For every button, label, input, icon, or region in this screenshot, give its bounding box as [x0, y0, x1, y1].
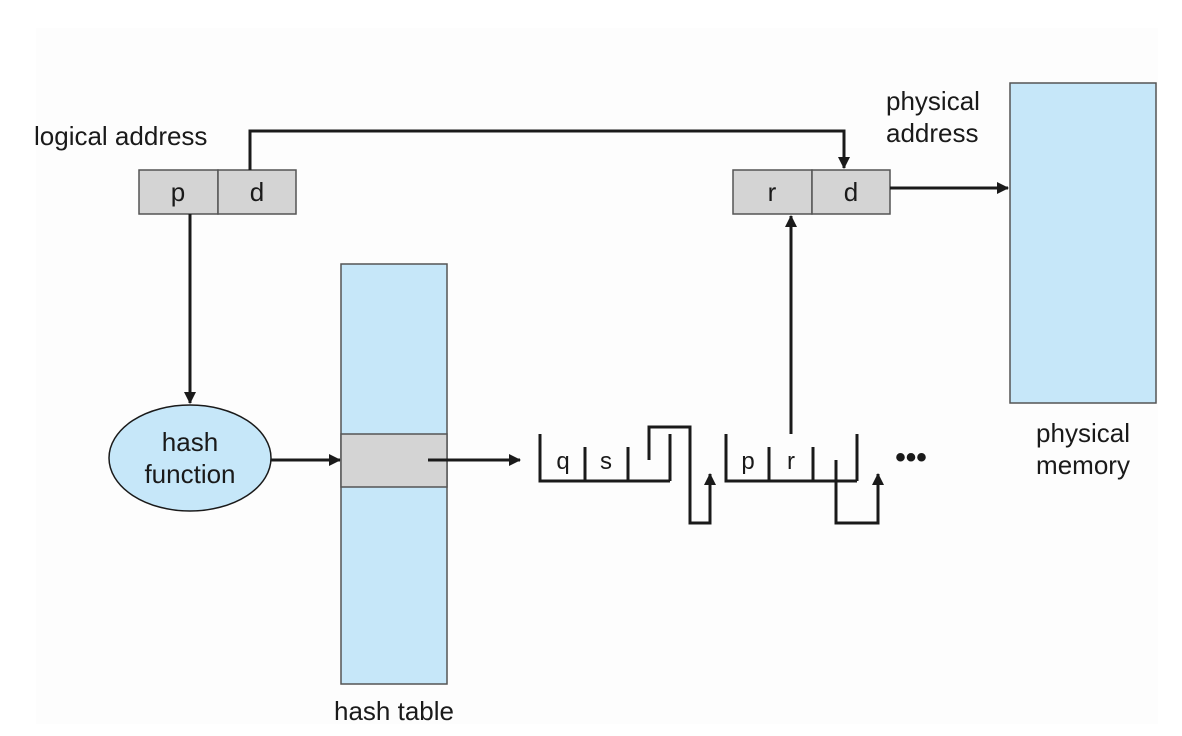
chain-node-2: p r	[724, 434, 859, 483]
logical-address-label: logical address	[34, 121, 207, 151]
diagram-background	[36, 28, 1158, 724]
hash-function-label-line2: function	[144, 459, 235, 489]
logical-address-register: p d	[138, 169, 297, 215]
logical-page-label: p	[171, 177, 185, 207]
physical-memory-block	[1009, 82, 1157, 404]
hash-function-ellipse	[108, 404, 272, 512]
physical-address-label-line2: address	[886, 118, 979, 148]
chain-node-1-page: q	[556, 448, 569, 475]
physical-address-register: r d	[732, 169, 891, 215]
chain-node-1: q s	[538, 434, 672, 483]
physical-address-label-line1: physical	[886, 86, 980, 116]
chain-node-1-frame-value: s	[600, 448, 612, 475]
logical-offset-cell	[217, 169, 297, 215]
logical-offset-label: d	[250, 177, 264, 207]
hash-function: hash function	[108, 404, 272, 512]
physical-memory-label-line1: physical	[1036, 418, 1130, 448]
hash-table-label: hash table	[334, 696, 454, 726]
hash-function-label-line1: hash	[162, 427, 218, 457]
chain-ellipsis: •••	[895, 441, 927, 474]
hash-table	[340, 263, 448, 685]
chain-node-2-next-pointer	[834, 460, 884, 525]
logical-page-cell	[138, 169, 219, 215]
physical-offset-cell	[811, 169, 891, 215]
chain-node-2-frame-value: r	[787, 448, 795, 475]
offset-passthrough-arrow	[248, 129, 850, 170]
physical-memory-label-line2: memory	[1036, 450, 1130, 480]
physical-frame-cell	[732, 169, 813, 215]
physical-frame-label: r	[768, 177, 777, 207]
physical-offset-label: d	[844, 177, 858, 207]
chain-node-1-next-pointer	[647, 425, 716, 525]
chain-node-2-page: p	[741, 448, 754, 475]
